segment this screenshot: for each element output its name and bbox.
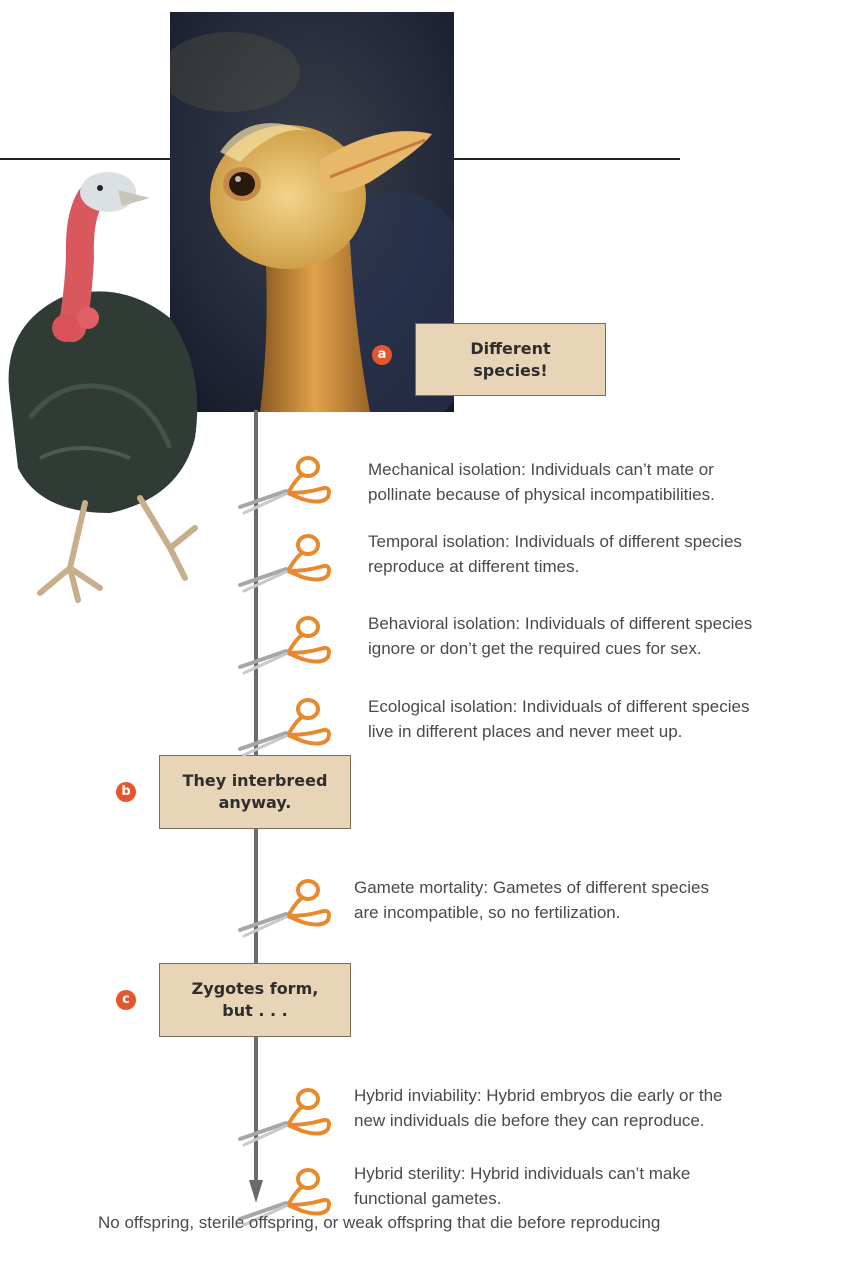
scissors-icon bbox=[238, 615, 338, 677]
divider-line-right bbox=[452, 158, 680, 160]
barrier-text-line: Hybrid sterility: Hybrid individuals can… bbox=[354, 1161, 690, 1186]
barrier-temporal: Temporal isolation: Individuals of diffe… bbox=[368, 529, 742, 579]
barrier-text-line: Behavioral isolation: Individuals of dif… bbox=[368, 611, 752, 636]
outcome-caption: No offspring, sterile offspring, or weak… bbox=[98, 1213, 660, 1233]
barrier-text-line: new individuals die before they can repr… bbox=[354, 1108, 722, 1133]
barrier-behavioral: Behavioral isolation: Individuals of dif… bbox=[368, 611, 752, 661]
barrier-text-line: Temporal isolation: Individuals of diffe… bbox=[368, 529, 742, 554]
barrier-text-line: Mechanical isolation: Individuals can’t … bbox=[368, 457, 715, 482]
barrier-text-line: pollinate because of physical incompatib… bbox=[368, 482, 715, 507]
different-species-box: Different species! bbox=[415, 323, 606, 396]
turkey-photo bbox=[0, 168, 208, 612]
barrier-gamete-mortality: Gamete mortality: Gametes of different s… bbox=[354, 875, 709, 925]
step-badge-c: c bbox=[116, 990, 136, 1010]
barrier-hybrid-sterility: Hybrid sterility: Hybrid individuals can… bbox=[354, 1161, 690, 1211]
barrier-text-line: Gamete mortality: Gametes of different s… bbox=[354, 875, 709, 900]
barrier-ecological: Ecological isolation: Individuals of dif… bbox=[368, 694, 749, 744]
ostrich-photo bbox=[170, 12, 454, 412]
barrier-text-line: reproduce at different times. bbox=[368, 554, 742, 579]
scissors-icon bbox=[238, 878, 338, 940]
scissors-icon bbox=[238, 533, 338, 595]
scissors-icon bbox=[238, 1087, 338, 1149]
step-badge-b: b bbox=[116, 782, 136, 802]
divider-line-left bbox=[0, 158, 172, 160]
step-badge-a: a bbox=[372, 345, 392, 365]
scissors-icon bbox=[238, 455, 338, 517]
barrier-text-line: functional gametes. bbox=[354, 1186, 690, 1211]
barrier-hybrid-inviability: Hybrid inviability: Hybrid embryos die e… bbox=[354, 1083, 722, 1133]
barrier-text-line: are incompatible, so no fertilization. bbox=[354, 900, 709, 925]
barrier-mechanical: Mechanical isolation: Individuals can’t … bbox=[368, 457, 715, 507]
barrier-text-line: Ecological isolation: Individuals of dif… bbox=[368, 694, 749, 719]
interbreed-box: They interbreed anyway. bbox=[159, 755, 351, 829]
zygotes-box: Zygotes form, but . . . bbox=[159, 963, 351, 1037]
scissors-icon bbox=[238, 697, 338, 759]
barrier-text-line: ignore or don’t get the required cues fo… bbox=[368, 636, 752, 661]
barrier-text-line: live in different places and never meet … bbox=[368, 719, 749, 744]
barrier-text-line: Hybrid inviability: Hybrid embryos die e… bbox=[354, 1083, 722, 1108]
